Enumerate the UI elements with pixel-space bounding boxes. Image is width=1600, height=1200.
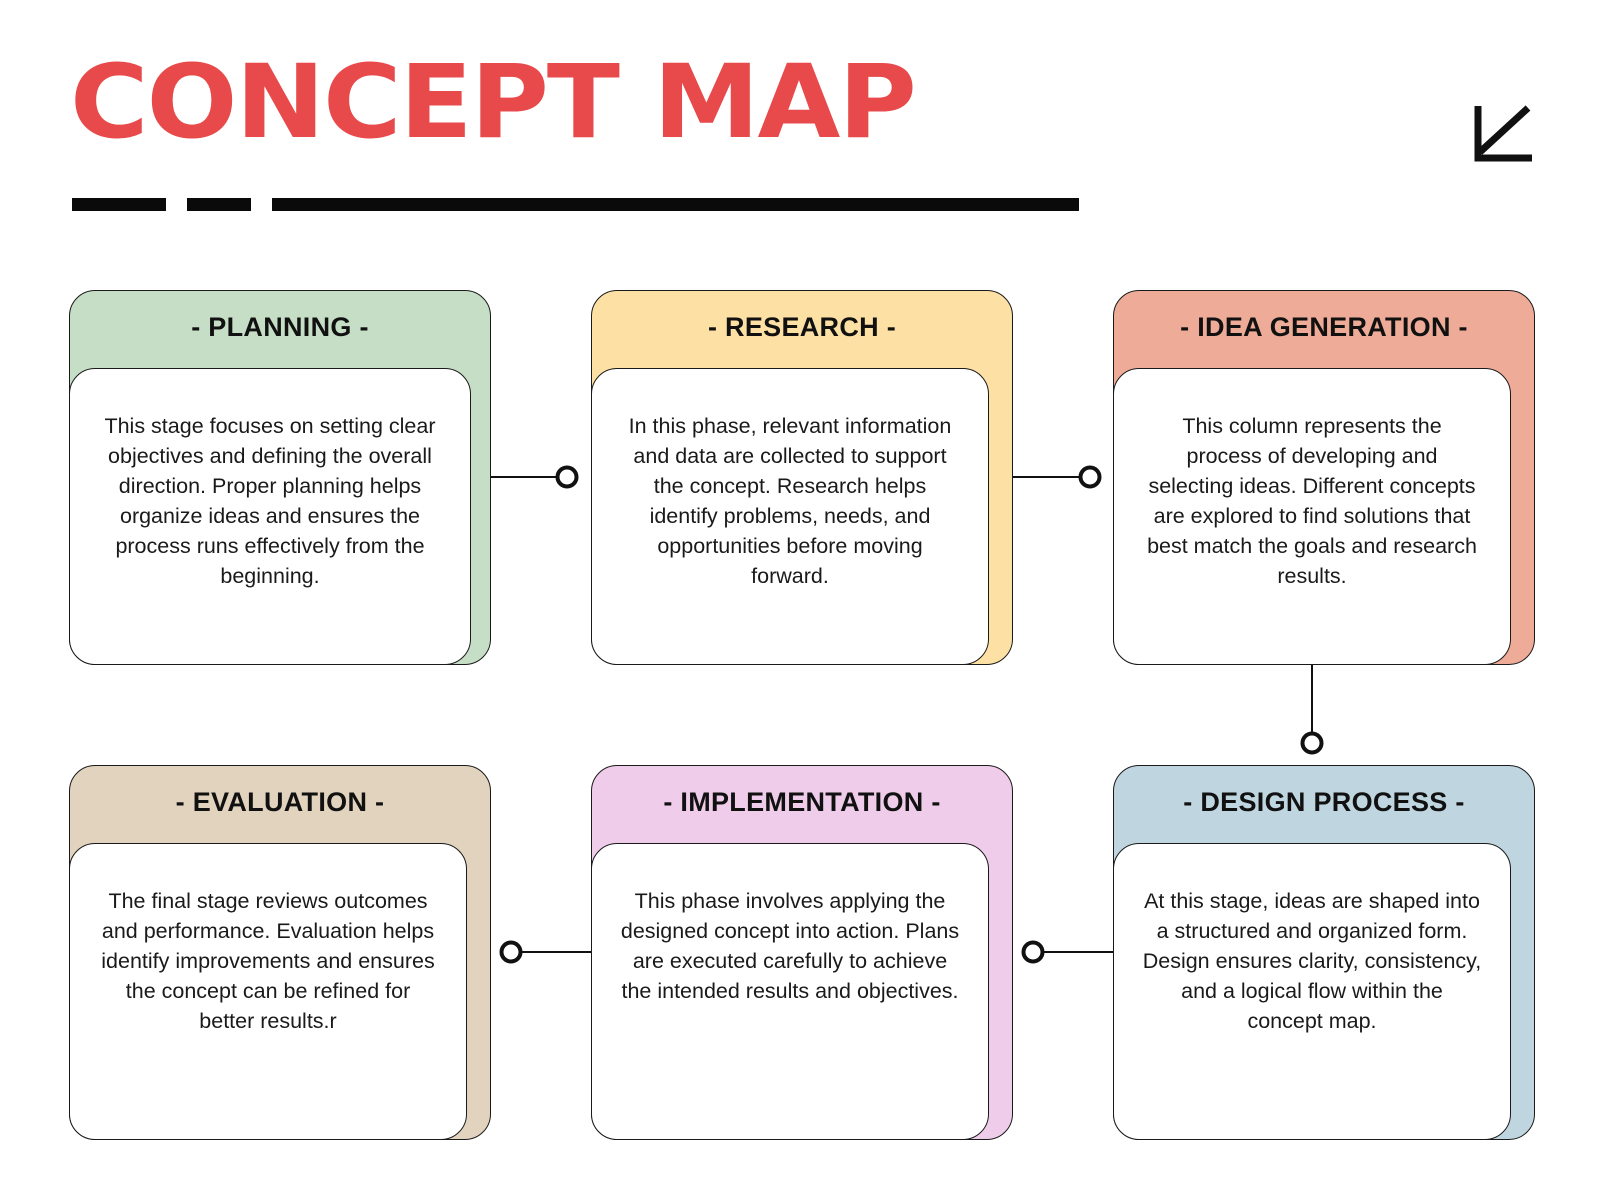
card-heading: - EVALUATION - [175, 787, 385, 817]
connector-idea-generation-design-process [1300, 664, 1324, 755]
title-underline-segment [187, 198, 251, 211]
stage-card-evaluation: - EVALUATION - The final stage reviews o… [69, 765, 491, 1140]
stage-card-research: - RESEARCH - In this phase, relevant inf… [591, 290, 1013, 665]
stage-card-design-process: - DESIGN PROCESS - At this stage, ideas … [1113, 765, 1535, 1140]
connector-implementation-evaluation [499, 940, 591, 964]
card-description: This stage focuses on setting clear obje… [104, 414, 436, 588]
connector-research-idea-generation [1012, 465, 1102, 489]
card-body: This stage focuses on setting clear obje… [69, 368, 471, 665]
card-heading: - IDEA GENERATION - [1180, 312, 1468, 342]
card-description: This column represents the process of de… [1147, 414, 1477, 588]
connector-design-process-implementation [1021, 940, 1113, 964]
card-heading: - DESIGN PROCESS - [1183, 787, 1465, 817]
card-body: In this phase, relevant information and … [591, 368, 989, 665]
title-underline-segment [72, 198, 166, 211]
card-description: This phase involves applying the designe… [620, 889, 960, 1003]
stage-card-idea-generation: - IDEA GENERATION - This column represen… [1113, 290, 1535, 665]
card-body: The final stage reviews outcomes and per… [69, 843, 467, 1140]
stage-card-implementation: - IMPLEMENTATION - This phase involves a… [591, 765, 1013, 1140]
angle-arrow-logo-icon [1474, 105, 1532, 162]
title-underline-segment [272, 198, 1079, 211]
stage-card-planning: - PLANNING - This stage focuses on setti… [69, 290, 491, 665]
page-title: CONCEPT MAP [70, 43, 917, 162]
card-body: This phase involves applying the designe… [591, 843, 989, 1140]
card-description: The final stage reviews outcomes and per… [101, 889, 435, 1033]
connector-planning-research [490, 465, 579, 489]
card-heading: - PLANNING - [191, 312, 369, 342]
card-body: This column represents the process of de… [1113, 368, 1511, 665]
card-heading: - RESEARCH - [707, 312, 897, 342]
card-description: In this phase, relevant information and … [628, 414, 952, 588]
card-description: At this stage, ideas are shaped into a s… [1142, 889, 1482, 1033]
card-body: At this stage, ideas are shaped into a s… [1113, 843, 1511, 1140]
card-heading: - IMPLEMENTATION - [663, 787, 941, 817]
